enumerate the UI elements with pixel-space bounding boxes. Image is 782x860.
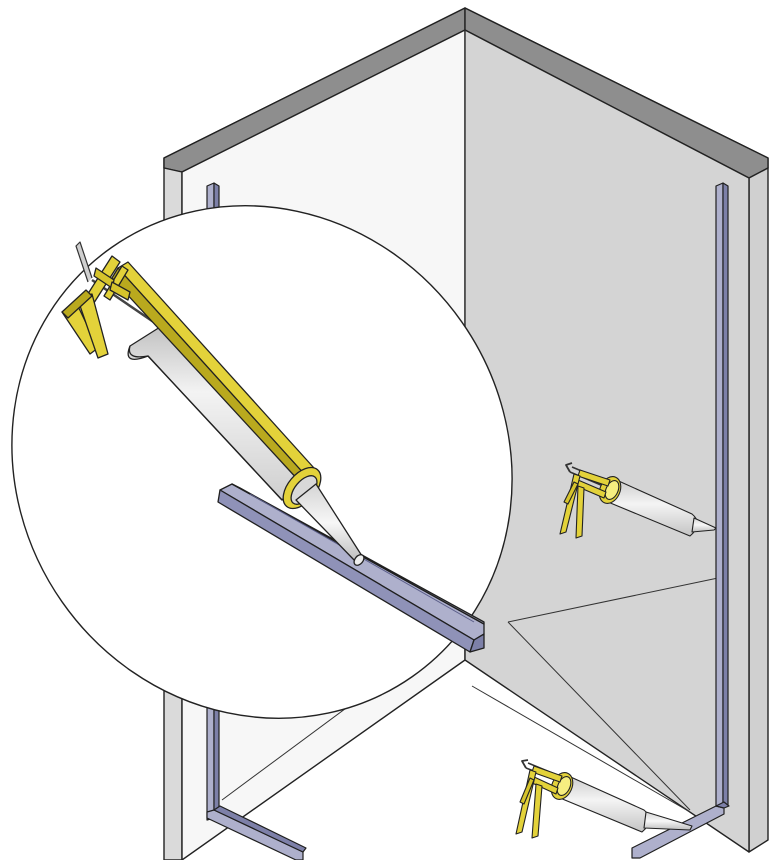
channel-left-floor [206, 809, 304, 860]
caulking-gun-icon [559, 462, 717, 539]
wall-right-edge [748, 167, 769, 853]
floor-gun-nozzle [643, 811, 693, 831]
floor-gun-trigger [531, 783, 543, 839]
channel-right-vertical [715, 182, 724, 813]
detail-caulking-gun [61, 241, 365, 566]
caulking-gun-icon [515, 759, 693, 839]
small-gun-nozzle [691, 517, 717, 533]
small-gun-trigger [575, 485, 585, 539]
floor-gun-tube [559, 773, 651, 833]
